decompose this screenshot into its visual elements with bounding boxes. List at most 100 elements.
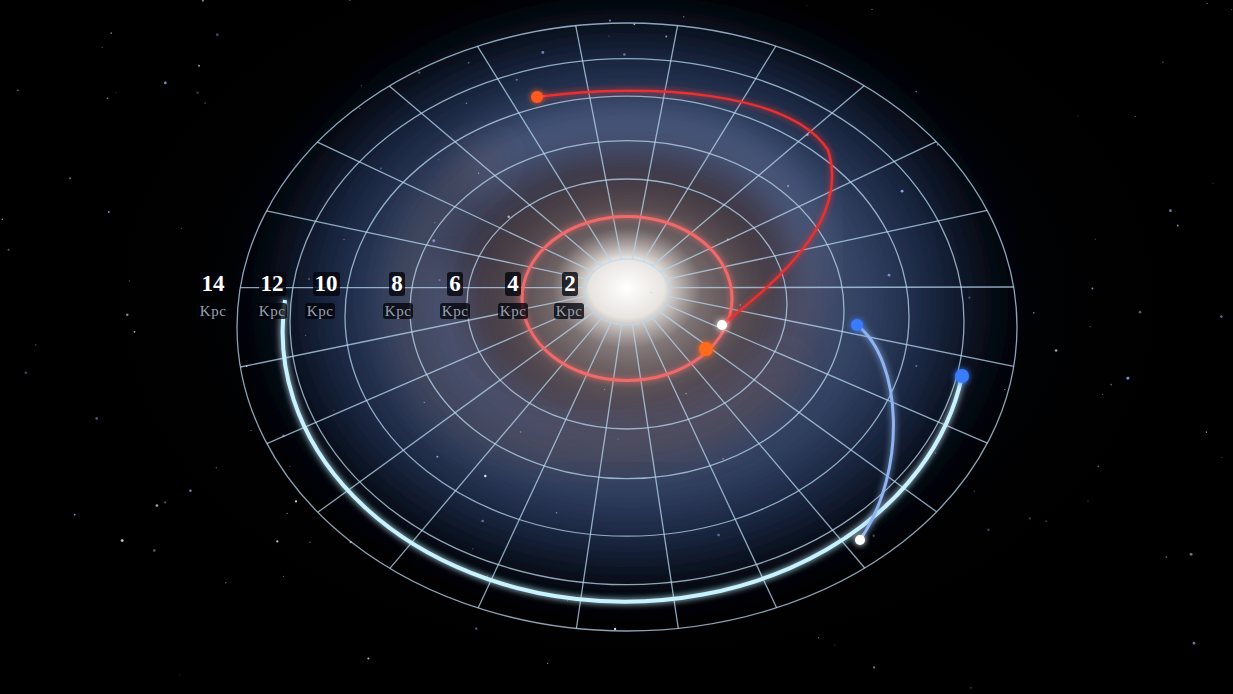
background-star <box>481 520 484 523</box>
background-star <box>436 456 438 458</box>
background-star <box>1135 116 1136 117</box>
red-orbit-ring <box>522 217 732 381</box>
blue-migration-path <box>857 325 893 540</box>
background-star <box>609 19 611 21</box>
background-star <box>367 657 369 659</box>
background-star <box>418 72 420 74</box>
radius-value: 2 <box>562 272 578 296</box>
background-star <box>198 65 200 67</box>
ring-6 <box>467 179 787 429</box>
background-star <box>915 365 917 367</box>
background-star <box>433 242 435 244</box>
background-star <box>295 500 297 502</box>
background-star <box>438 159 439 160</box>
background-star <box>1004 389 1005 390</box>
background-star <box>1126 377 1129 380</box>
background-star <box>787 185 789 187</box>
radius-value: 6 <box>447 272 463 296</box>
radius-value: 8 <box>389 272 405 296</box>
background-star <box>361 85 362 86</box>
star-dot <box>851 319 863 331</box>
background-star <box>478 173 479 174</box>
background-star <box>156 504 159 507</box>
background-star <box>1102 394 1104 396</box>
background-star <box>475 628 477 630</box>
background-star <box>17 89 19 91</box>
background-star <box>283 576 284 577</box>
background-star <box>466 102 468 104</box>
star-dot <box>855 535 865 545</box>
background-star <box>618 438 619 439</box>
background-star <box>74 514 76 516</box>
background-star <box>722 458 724 460</box>
background-star <box>251 430 252 431</box>
background-star <box>935 453 936 454</box>
halo <box>80 0 1200 680</box>
background-star <box>25 371 28 374</box>
background-star <box>1110 384 1112 386</box>
background-star <box>541 51 544 54</box>
grid-spoke <box>653 318 865 568</box>
background-star <box>507 216 510 219</box>
background-star <box>547 663 548 664</box>
star-dot <box>699 342 713 356</box>
background-star <box>349 0 351 1</box>
background-star <box>216 33 219 36</box>
grid-spoke <box>643 46 776 262</box>
background-star <box>556 512 558 514</box>
background-star <box>164 82 167 85</box>
background-star <box>216 467 217 468</box>
background-star <box>153 549 156 552</box>
radius-unit: Kpc <box>305 303 336 319</box>
grid-spoke <box>660 142 936 272</box>
background-star <box>472 548 473 549</box>
background-star <box>916 91 917 92</box>
background-star <box>1193 642 1196 645</box>
background-star <box>1089 326 1090 327</box>
star-dot <box>717 320 727 330</box>
background-star <box>739 304 741 306</box>
background-star <box>432 239 435 242</box>
grid-spoke <box>317 142 593 272</box>
background-star <box>623 53 626 56</box>
background-star <box>651 292 652 293</box>
grid-spoke <box>660 312 936 512</box>
background-star <box>181 228 182 229</box>
red-migration-path <box>537 91 832 325</box>
background-star <box>107 97 109 99</box>
background-star <box>202 0 204 2</box>
ring-10 <box>345 96 909 536</box>
background-star <box>520 431 521 432</box>
background-star <box>225 582 226 583</box>
background-star <box>834 644 835 645</box>
background-star <box>608 35 609 36</box>
radius-value: 10 <box>313 272 340 296</box>
background-star <box>1169 209 1172 212</box>
background-star <box>614 628 616 630</box>
grid-spoke <box>267 211 589 280</box>
background-star <box>2 218 4 220</box>
background-star <box>1220 315 1223 318</box>
grid-spoke <box>666 210 987 279</box>
background-star <box>129 280 130 281</box>
background-star <box>1162 61 1164 63</box>
background-star <box>1166 556 1168 558</box>
grid-spoke <box>267 305 588 444</box>
background-star <box>95 417 98 420</box>
background-star <box>665 36 667 38</box>
background-star <box>717 534 720 537</box>
ring-2 <box>585 259 669 325</box>
background-star <box>683 16 685 18</box>
blue-orbit <box>283 300 962 602</box>
background-star <box>309 542 310 543</box>
background-star <box>806 4 808 6</box>
background-star <box>424 402 426 404</box>
background-star <box>1177 225 1179 227</box>
background-star <box>888 274 891 277</box>
galaxy-disk <box>230 0 1030 620</box>
background-star <box>1091 288 1093 290</box>
background-star <box>110 32 112 34</box>
background-star <box>308 278 310 280</box>
background-star <box>871 9 872 10</box>
